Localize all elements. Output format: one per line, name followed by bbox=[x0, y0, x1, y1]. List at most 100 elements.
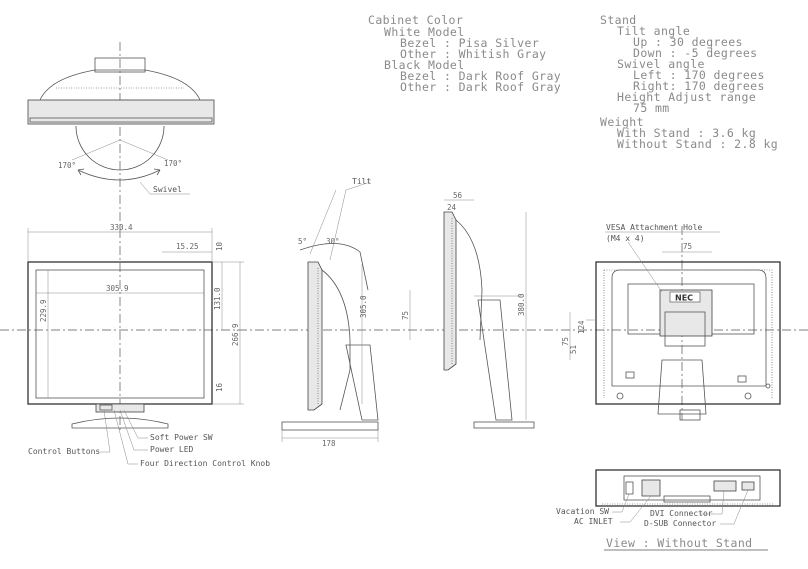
top-view-rear-housing bbox=[39, 69, 201, 101]
height-heading: Height Adjust range bbox=[617, 90, 756, 104]
swivel-arrow-right-head bbox=[153, 168, 161, 176]
dim-width: 330.4 bbox=[110, 223, 133, 232]
stand-title: Stand bbox=[600, 13, 637, 27]
control-buttons-label: Control Buttons bbox=[28, 447, 100, 456]
dim-half-height: 131.0 bbox=[213, 287, 222, 310]
front-screen bbox=[35, 269, 205, 399]
dim-side-depth: 178 bbox=[322, 439, 336, 448]
dim-rear-a: 124 bbox=[577, 320, 586, 334]
dim-side-height: 305.0 bbox=[359, 295, 368, 318]
ac-inlet-label: AC INLET bbox=[574, 517, 613, 526]
side2-panel bbox=[443, 211, 457, 371]
bottom-connector-view: Vacation SW AC INLET DVI Connector D-SUB… bbox=[556, 469, 781, 551]
tilt-label: Tilt bbox=[352, 177, 371, 186]
white-model-bezel: Bezel : Pisa Silver bbox=[400, 36, 539, 50]
rear-port-right bbox=[737, 375, 747, 383]
side2-rear-housing bbox=[455, 219, 483, 341]
weight-with-stand: With Stand : 3.6 kg bbox=[617, 126, 756, 140]
black-model-bezel: Bezel : Dark Roof Gray bbox=[400, 69, 561, 83]
dim-side2-panel: 24 bbox=[447, 203, 457, 212]
rear-stand-neck bbox=[664, 311, 706, 347]
swivel-arrow-arc bbox=[77, 169, 161, 181]
swivel-label: Swivel bbox=[153, 185, 182, 194]
rear-brand-logo: NEC bbox=[675, 294, 693, 303]
side-panel bbox=[307, 261, 323, 411]
white-model-heading: White Model bbox=[384, 25, 465, 39]
four-direction-leader bbox=[113, 409, 138, 465]
dim-screen-width: 305.9 bbox=[106, 284, 129, 293]
dsub-connector bbox=[741, 481, 755, 491]
cabinet-color-title: Cabinet Color bbox=[368, 13, 463, 27]
rear-view: NEC VESA Attachment Hole (M4 x 4) 75 75 … bbox=[561, 223, 781, 421]
rear-stand-column bbox=[657, 359, 707, 415]
tilt-up-angle: 30° bbox=[326, 237, 340, 246]
swivel-limit-right bbox=[119, 139, 169, 161]
top-view-bezel-edge bbox=[29, 117, 213, 123]
swivel-heading: Swivel angle bbox=[617, 57, 705, 71]
side2-stand-column bbox=[477, 299, 513, 421]
tilt-back-position bbox=[299, 243, 369, 291]
tilt-heading: Tilt angle bbox=[617, 24, 690, 38]
dsub-leader bbox=[720, 489, 749, 525]
vacation-label: Vacation SW bbox=[556, 507, 609, 516]
top-view-body bbox=[27, 99, 215, 125]
tilt-line-2 bbox=[329, 189, 347, 261]
front-stand-base bbox=[71, 417, 169, 429]
dim-vesa-h: 75 bbox=[683, 242, 692, 251]
dim-side2-top: 56 bbox=[453, 191, 463, 200]
dvi-connector bbox=[713, 480, 737, 492]
swivel-left: Left : 170 degrees bbox=[633, 68, 765, 82]
black-model-other: Other : Dark Roof Gray bbox=[400, 80, 561, 94]
rear-lock-hole bbox=[765, 383, 771, 389]
tilt-line-1 bbox=[309, 189, 337, 255]
dim-total-height: 266.9 bbox=[231, 323, 240, 346]
soft-power-leader bbox=[123, 409, 148, 439]
rear-outer bbox=[595, 261, 781, 405]
dvi-label: DVI Connector bbox=[650, 509, 713, 518]
vesa-leader bbox=[627, 241, 663, 293]
cabinet-color-spec: Cabinet Color White Model Bezel : Pisa S… bbox=[368, 13, 561, 94]
height-value: 75 mm bbox=[633, 101, 670, 115]
dim-bottom-gap: 16 bbox=[215, 382, 224, 392]
rear-stand-foot bbox=[679, 409, 701, 421]
black-model-heading: Black Model bbox=[384, 58, 465, 72]
side-rear-housing bbox=[321, 269, 351, 411]
rear-screw-right bbox=[744, 392, 752, 400]
dim-top-gap: 10 bbox=[215, 241, 224, 251]
control-buttons-mark bbox=[99, 404, 113, 411]
swivel-leader bbox=[139, 181, 190, 195]
swivel-angle-left: 170° bbox=[58, 161, 76, 170]
dim-rear-b: 51 bbox=[569, 345, 578, 354]
ac-inlet bbox=[641, 479, 661, 497]
ac-inlet-leader bbox=[620, 495, 652, 523]
side-stand-base bbox=[281, 421, 379, 431]
vacation-leader bbox=[612, 493, 630, 513]
stand-spec: Stand Tilt angle Up : 30 degrees Down : … bbox=[600, 13, 765, 115]
weight-spec: Weight With Stand : 3.6 kg Without Stand… bbox=[600, 115, 778, 151]
side-view-tilt: Tilt 5° 30° 305.0 178 bbox=[281, 177, 379, 448]
vesa-label: VESA Attachment Hole bbox=[606, 223, 703, 232]
swivel-right: Right: 170 degrees bbox=[633, 79, 765, 93]
tilt-down-angle: 5° bbox=[298, 237, 307, 246]
dim-side2-height: 380.0 bbox=[517, 293, 526, 316]
dim-side2-adjust: 75 bbox=[401, 311, 410, 320]
four-direction-label: Four Direction Control Knob bbox=[140, 459, 270, 468]
dim-screen-height: 229.9 bbox=[39, 299, 48, 322]
tilt-up: Up : 30 degrees bbox=[633, 35, 743, 49]
swivel-limit-left bbox=[71, 139, 121, 161]
rear-housing bbox=[611, 269, 767, 387]
weight-title: Weight bbox=[600, 115, 644, 129]
bottom-outer bbox=[595, 469, 781, 507]
soft-power-label: Soft Power SW bbox=[150, 433, 213, 442]
power-led-leader bbox=[119, 409, 148, 451]
bottom-panel bbox=[623, 475, 761, 501]
stand-base-arc bbox=[75, 125, 165, 171]
weight-without-stand: Without Stand : 2.8 kg bbox=[617, 137, 778, 151]
rear-port-left bbox=[625, 371, 635, 379]
dim-vesa-v: 75 bbox=[561, 337, 570, 346]
swivel-arrow-left-head bbox=[77, 168, 85, 176]
rear-screw-left bbox=[616, 392, 624, 400]
vacation-switch bbox=[625, 481, 634, 495]
front-view: 330.4 15.25 10 305.9 229.9 131.0 266.9 1… bbox=[27, 223, 270, 468]
